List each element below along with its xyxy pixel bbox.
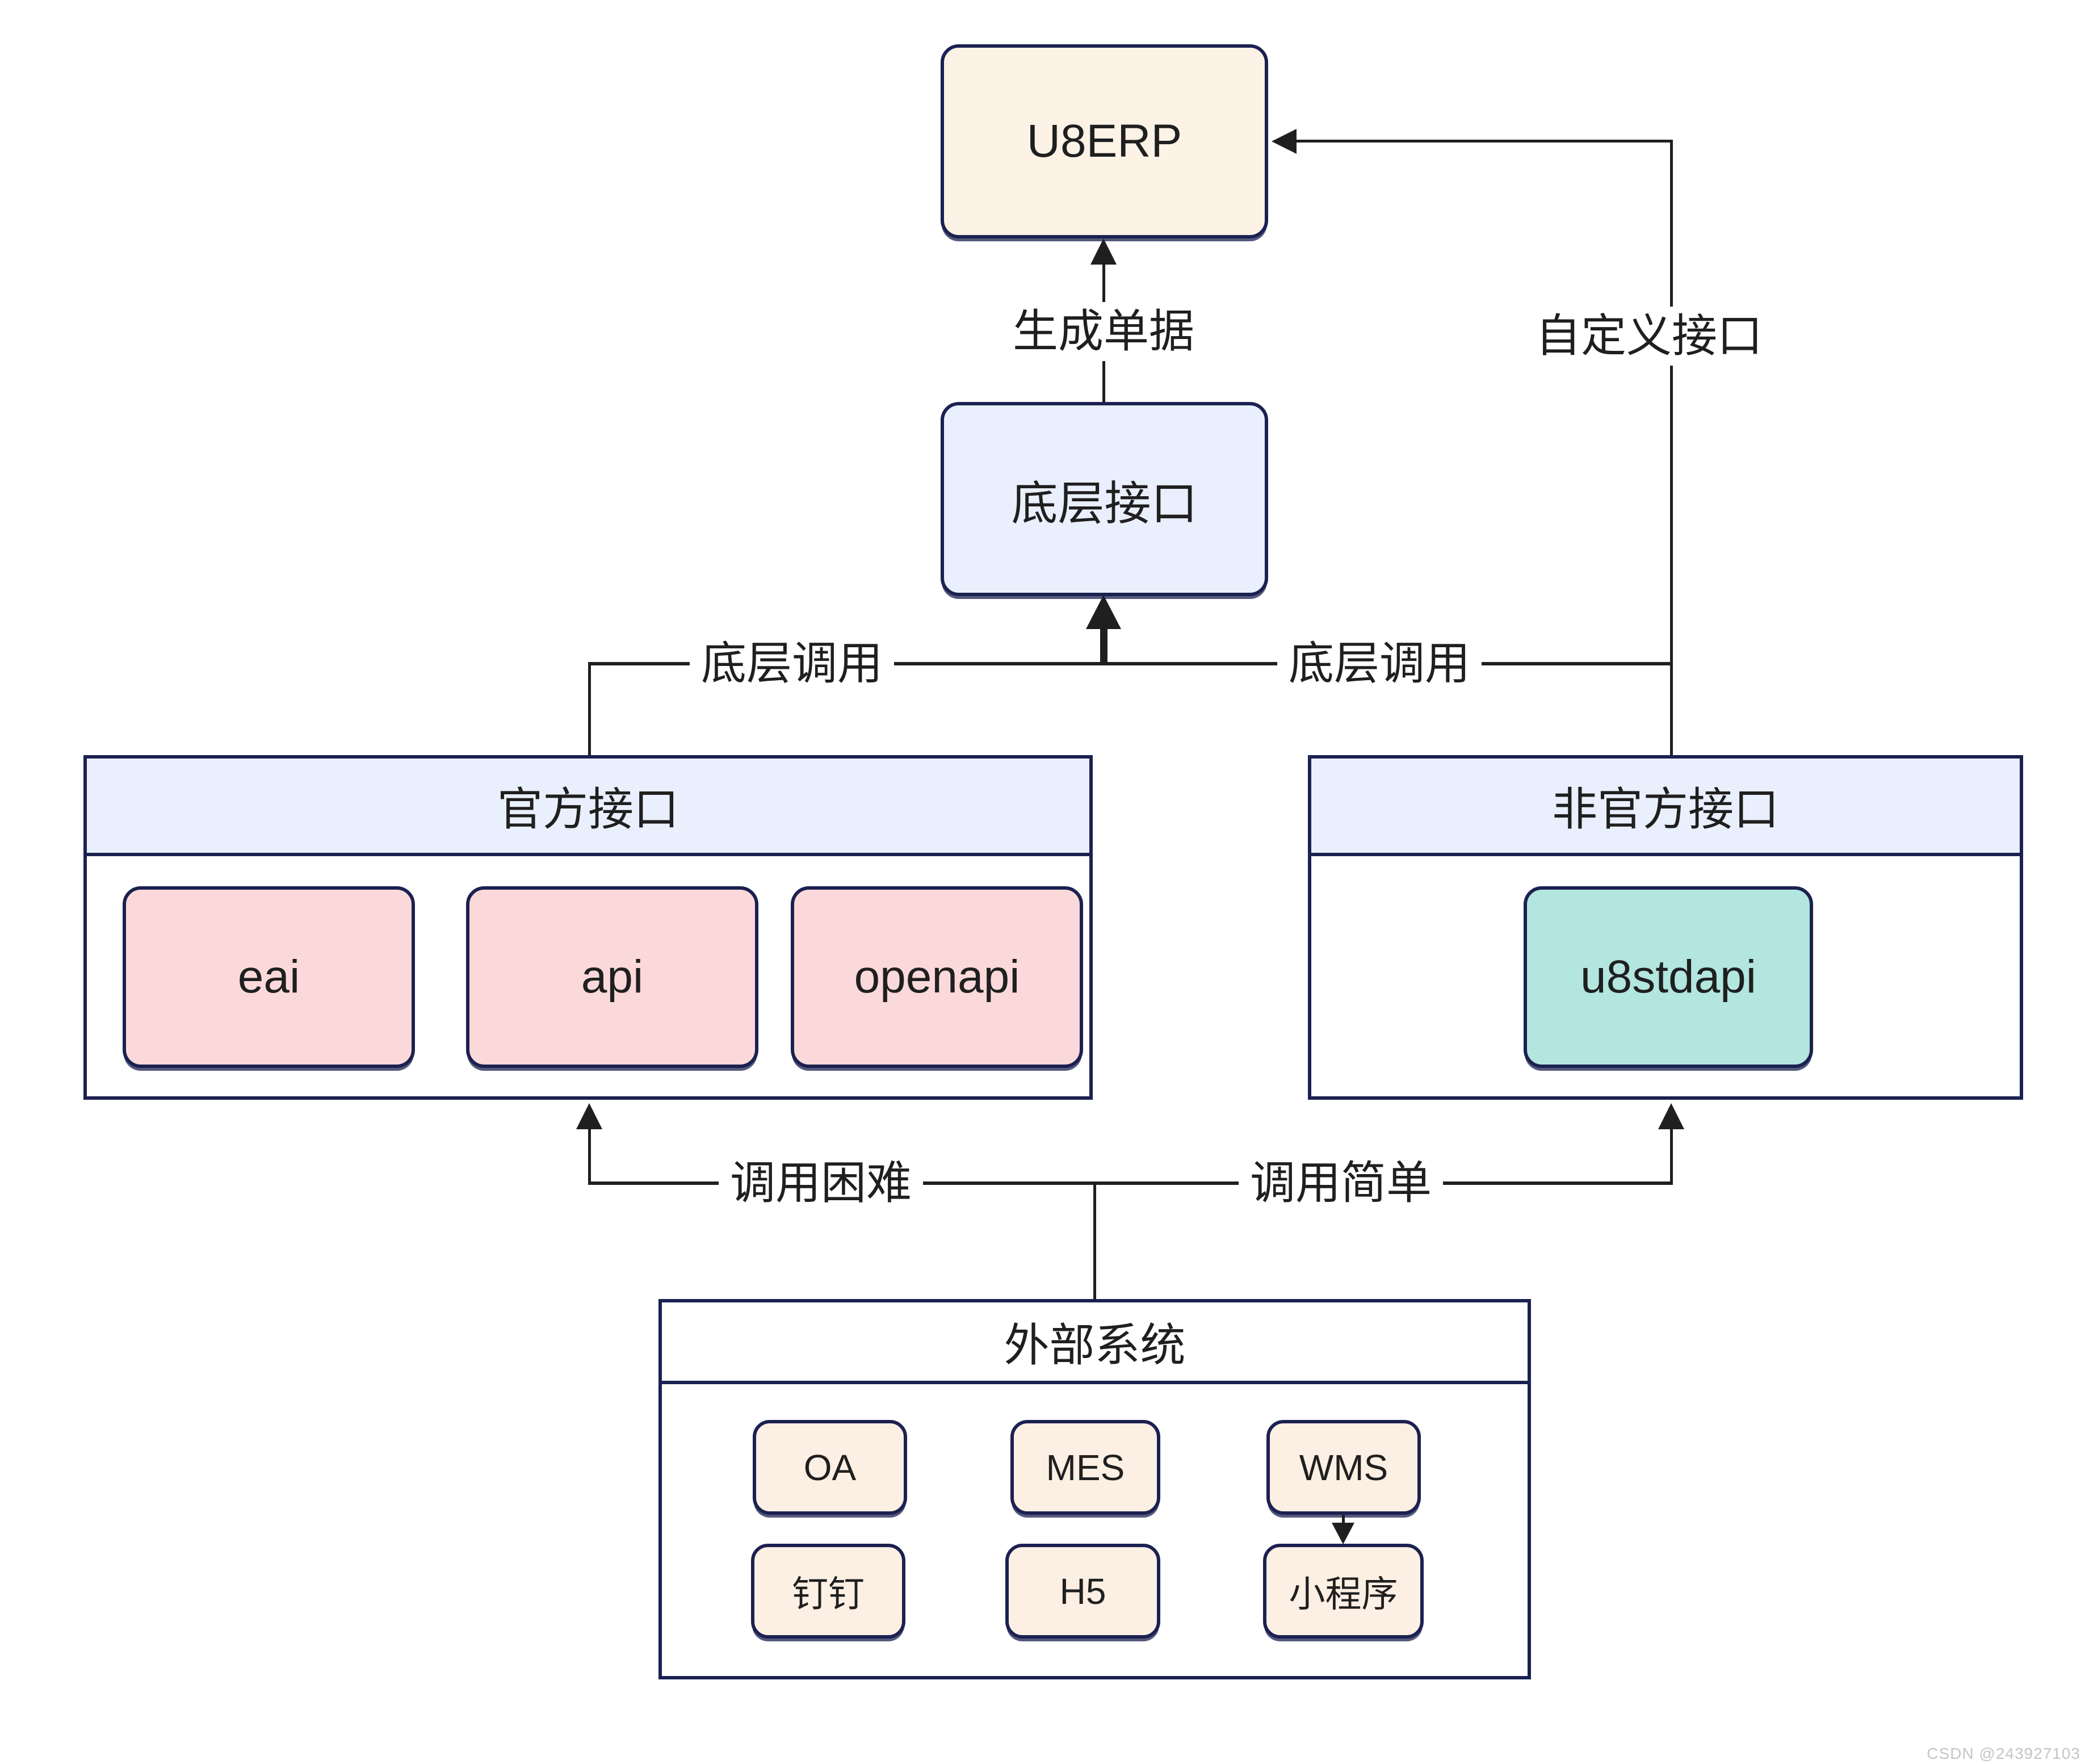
label-diaoyong-kunnan: 调用困难 xyxy=(719,1154,923,1213)
arrow-up-icon xyxy=(1658,1103,1684,1129)
edge-guanfang-up-stub xyxy=(588,662,591,756)
arrow-left-icon xyxy=(1272,129,1297,154)
edge-diceng-diaoyong-bus xyxy=(588,662,1673,665)
edge-wms-to-xiaochengxu xyxy=(1342,1515,1345,1525)
waibu-xitong-title: 外部系统 xyxy=(1004,1320,1186,1371)
edge-thick-arrow-stem xyxy=(1100,622,1107,665)
xiaochengxu-node: 小程序 xyxy=(1263,1544,1424,1639)
label-diceng-diaoyong-right: 底层调用 xyxy=(1277,634,1482,693)
fei-guanfang-jiekou-group: 非官方接口 u8stdapi xyxy=(1308,755,2023,1100)
oa-node: OA xyxy=(753,1420,907,1515)
watermark: CSDN @243927103 xyxy=(1927,1745,2080,1762)
edge-feiguanfang-vertical xyxy=(1670,140,1673,756)
diceng-jiekou-node: 底层接口 xyxy=(941,402,1268,596)
guanfang-jiekou-header: 官方接口 xyxy=(87,759,1089,856)
fei-guanfang-jiekou-header: 非官方接口 xyxy=(1311,759,2020,856)
fei-guanfang-jiekou-title: 非官方接口 xyxy=(1552,784,1779,835)
wms-node: WMS xyxy=(1266,1420,1421,1515)
guanfang-jiekou-group: 官方接口 eai api openapi xyxy=(83,755,1093,1100)
waibu-xitong-group: 外部系统 OA MES WMS 钉钉 H5 小程序 xyxy=(658,1299,1531,1679)
eai-label: eai xyxy=(237,951,300,1003)
waibu-xitong-header: 外部系统 xyxy=(662,1302,1528,1384)
oa-label: OA xyxy=(803,1447,857,1488)
u8erp-node: U8ERP xyxy=(941,44,1268,238)
arrow-down-icon xyxy=(1332,1523,1354,1544)
arrow-up-bold-icon xyxy=(1086,595,1121,629)
dingding-label: 钉钉 xyxy=(792,1573,865,1615)
h5-node: H5 xyxy=(1005,1544,1160,1639)
label-diceng-diaoyong-left: 底层调用 xyxy=(690,634,894,693)
api-label: api xyxy=(581,951,644,1003)
label-shengcheng-danju: 生成单据 xyxy=(1001,302,1206,361)
h5-label: H5 xyxy=(1059,1570,1106,1612)
u8erp-label: U8ERP xyxy=(1026,115,1182,167)
arrow-up-icon xyxy=(576,1103,602,1129)
edge-to-guanfang-stem xyxy=(588,1127,591,1184)
diceng-jiekou-label: 底层接口 xyxy=(1011,477,1198,530)
wms-label: WMS xyxy=(1299,1447,1388,1488)
u8stdapi-node: u8stdapi xyxy=(1524,886,1813,1068)
api-node: api xyxy=(466,886,758,1068)
openapi-label: openapi xyxy=(854,951,1020,1003)
label-zidingyi-jiekou: 自定义接口 xyxy=(1524,307,1774,366)
edge-diaoyong-bus xyxy=(588,1181,1673,1185)
eai-node: eai xyxy=(123,886,415,1068)
edge-to-feiguanfang-stem xyxy=(1670,1127,1673,1184)
label-diaoyong-jiandan: 调用简单 xyxy=(1239,1154,1443,1213)
guanfang-jiekou-title: 官方接口 xyxy=(497,784,679,835)
arrow-up-icon xyxy=(1090,238,1117,265)
openapi-node: openapi xyxy=(791,886,1083,1068)
mes-node: MES xyxy=(1010,1420,1160,1515)
u8stdapi-label: u8stdapi xyxy=(1580,951,1757,1003)
xiaochengxu-label: 小程序 xyxy=(1289,1573,1398,1615)
mes-label: MES xyxy=(1046,1447,1125,1488)
edge-feiguanfang-horizontal xyxy=(1293,140,1673,143)
edge-waibu-stem xyxy=(1093,1181,1096,1299)
dingding-node: 钉钉 xyxy=(751,1544,905,1639)
